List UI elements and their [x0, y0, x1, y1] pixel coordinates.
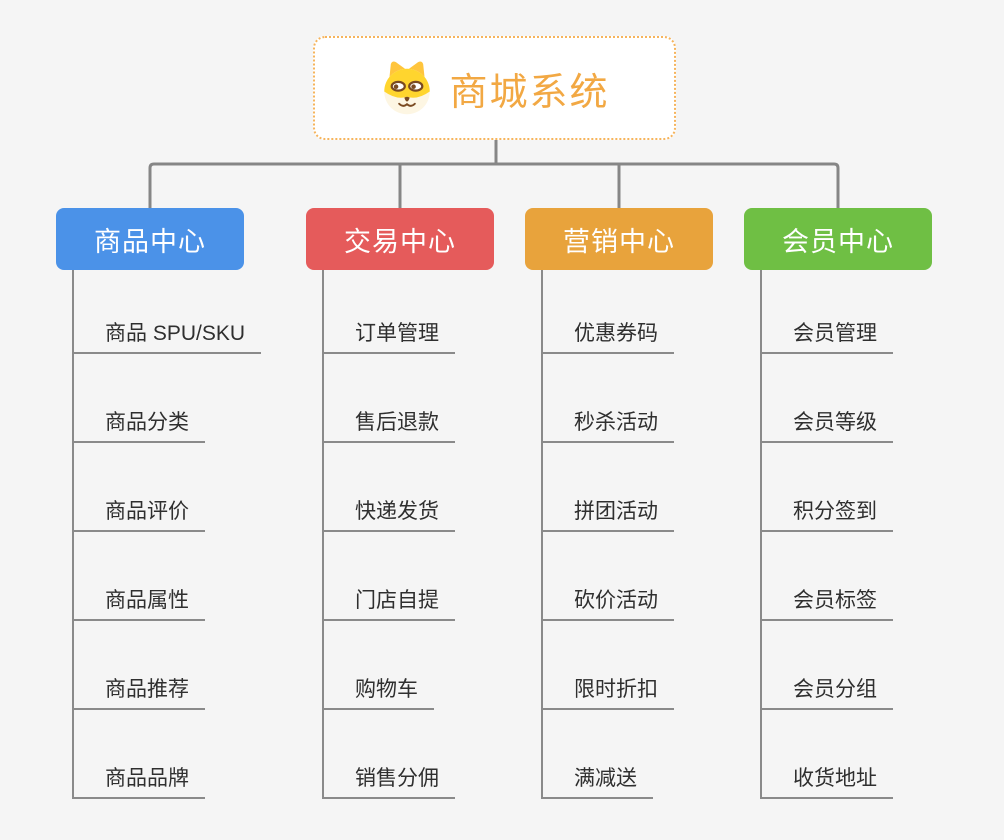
subtopic-product-attribute[interactable]: 商品属性 [72, 588, 205, 621]
subtopic-express-delivery[interactable]: 快递发货 [322, 499, 455, 532]
subtopic-product-brand[interactable]: 商品品牌 [72, 766, 205, 799]
subtopic-store-pickup[interactable]: 门店自提 [322, 588, 455, 621]
branch-topic-trade-center[interactable]: 交易中心 [306, 208, 494, 270]
subtopic-member-level[interactable]: 会员等级 [760, 410, 893, 443]
root-topic-title: 商城系统 [449, 71, 610, 114]
branch-trunk-line-product [72, 270, 74, 799]
subtopic-order-management[interactable]: 订单管理 [322, 321, 455, 354]
branch-trunk-line-marketing [541, 270, 543, 799]
subtopic-after-sale-refund[interactable]: 售后退款 [322, 410, 455, 443]
branch-trunk-line-member [760, 270, 762, 799]
subtopic-product-recommend[interactable]: 商品推荐 [72, 677, 205, 710]
subtopic-product-spu-sku[interactable]: 商品 SPU/SKU [72, 321, 262, 354]
dog-face-icon [379, 60, 435, 116]
branch-topic-member-center[interactable]: 会员中心 [744, 208, 932, 270]
subtopic-flash-sale[interactable]: 秒杀活动 [541, 410, 674, 443]
root-topic[interactable]: 商城系统 [313, 36, 676, 140]
branch-topic-product-center[interactable]: 商品中心 [56, 208, 244, 270]
subtopic-full-reduction[interactable]: 满减送 [541, 766, 653, 799]
subtopic-product-review[interactable]: 商品评价 [72, 499, 205, 532]
subtopic-member-management[interactable]: 会员管理 [760, 321, 893, 354]
subtopic-member-groups[interactable]: 会员分组 [760, 677, 893, 710]
subtopic-sales-commission[interactable]: 销售分佣 [322, 766, 455, 799]
subtopic-points-checkin[interactable]: 积分签到 [760, 499, 893, 532]
branch-topic-marketing-center[interactable]: 营销中心 [525, 208, 713, 270]
subtopic-coupon-codes[interactable]: 优惠券码 [541, 321, 674, 354]
subtopic-bargain-activity[interactable]: 砍价活动 [541, 588, 674, 621]
subtopic-product-category[interactable]: 商品分类 [72, 410, 205, 443]
subtopic-limited-time-discount[interactable]: 限时折扣 [541, 677, 674, 710]
subtopic-shopping-cart[interactable]: 购物车 [322, 677, 434, 710]
subtopic-shipping-address[interactable]: 收货地址 [760, 766, 893, 799]
branch-trunk-line-trade [322, 270, 324, 799]
subtopic-group-buy[interactable]: 拼团活动 [541, 499, 674, 532]
subtopic-member-tags[interactable]: 会员标签 [760, 588, 893, 621]
